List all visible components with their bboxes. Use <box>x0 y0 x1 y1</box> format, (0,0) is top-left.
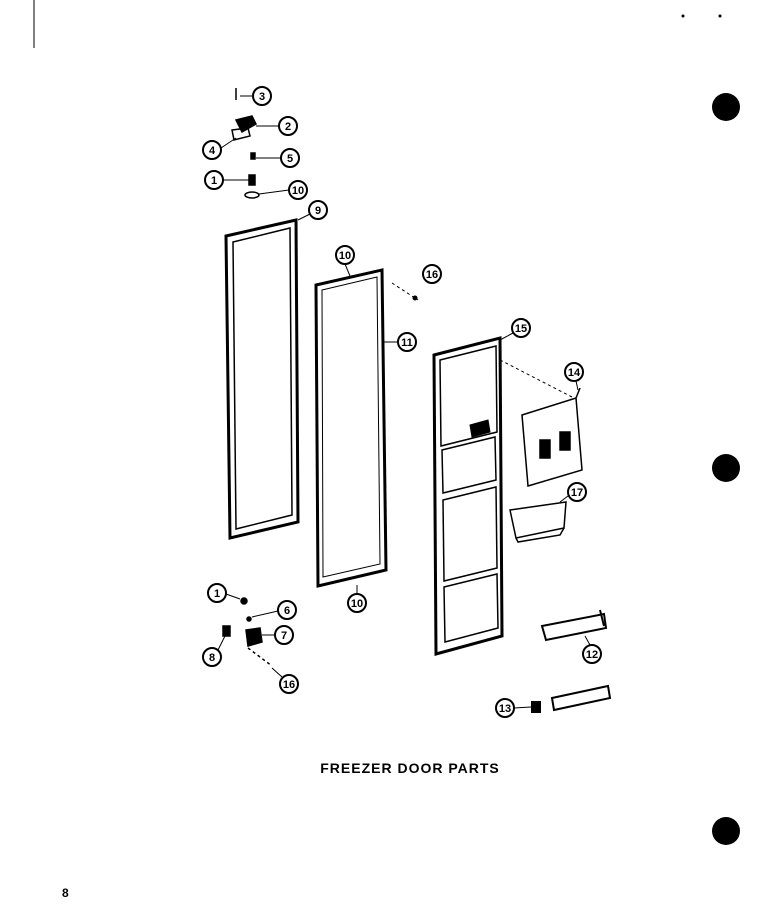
svg-text:8: 8 <box>209 652 215 664</box>
callout-7: 7 <box>262 625 294 645</box>
callout-15: 15 <box>499 318 531 341</box>
trim-bar <box>531 684 612 713</box>
callout-13: 13 <box>495 698 532 718</box>
svg-text:12: 12 <box>586 649 598 661</box>
binder-hole-bottom <box>712 817 740 845</box>
svg-text:16: 16 <box>283 679 295 691</box>
svg-text:4: 4 <box>209 145 216 157</box>
callout-10-liner-bottom: 10 <box>347 585 367 613</box>
callout-4: 4 <box>202 137 237 160</box>
inner-door-panel <box>432 336 504 656</box>
callout-1-top: 1 <box>204 170 249 190</box>
svg-text:15: 15 <box>515 323 527 335</box>
svg-text:1: 1 <box>214 588 220 600</box>
bottom-hinge-assembly <box>222 597 273 667</box>
callout-11: 11 <box>384 332 417 352</box>
callout-1-bottom: 1 <box>207 583 241 603</box>
top-hinge-assembly <box>231 88 260 199</box>
svg-text:10: 10 <box>339 250 351 262</box>
callout-16-mid: 16 <box>412 264 442 301</box>
callout-12: 12 <box>582 635 602 664</box>
svg-text:10: 10 <box>292 185 304 197</box>
svg-text:11: 11 <box>401 337 413 349</box>
callout-6: 6 <box>251 600 297 620</box>
binder-hole-top <box>712 93 740 121</box>
shelf-bar <box>540 609 608 642</box>
door-gasket <box>224 218 300 540</box>
callout-3: 3 <box>240 86 272 106</box>
callout-8: 8 <box>202 635 226 667</box>
svg-text:10: 10 <box>351 598 363 610</box>
callout-10-top: 10 <box>258 180 308 200</box>
svg-text:3: 3 <box>259 91 265 103</box>
speck <box>718 14 722 18</box>
svg-text:16: 16 <box>426 269 438 281</box>
callout-9: 9 <box>297 200 328 221</box>
svg-text:5: 5 <box>287 153 293 165</box>
svg-text:2: 2 <box>285 121 291 133</box>
callout-5: 5 <box>256 148 300 168</box>
callout-10-liner-top: 10 <box>335 245 355 277</box>
callout-17: 17 <box>559 482 587 503</box>
door-bin <box>509 501 567 543</box>
diagram-caption: FREEZER DOOR PARTS <box>320 760 500 776</box>
svg-text:9: 9 <box>315 205 321 217</box>
door-liner <box>314 268 388 588</box>
page-number: 8 <box>62 886 69 900</box>
callout-14: 14 <box>564 362 584 391</box>
callout-16-bottom: 16 <box>271 667 299 694</box>
svg-text:6: 6 <box>284 605 290 617</box>
svg-text:7: 7 <box>281 630 287 642</box>
specks <box>681 14 685 18</box>
binder-hole-middle <box>712 454 740 482</box>
svg-text:1: 1 <box>211 175 217 187</box>
svg-text:13: 13 <box>499 703 511 715</box>
svg-text:14: 14 <box>568 367 581 379</box>
leader-lines <box>391 282 575 399</box>
callout-2: 2 <box>256 116 298 136</box>
ice-chute <box>521 387 583 487</box>
svg-text:17: 17 <box>571 487 583 499</box>
